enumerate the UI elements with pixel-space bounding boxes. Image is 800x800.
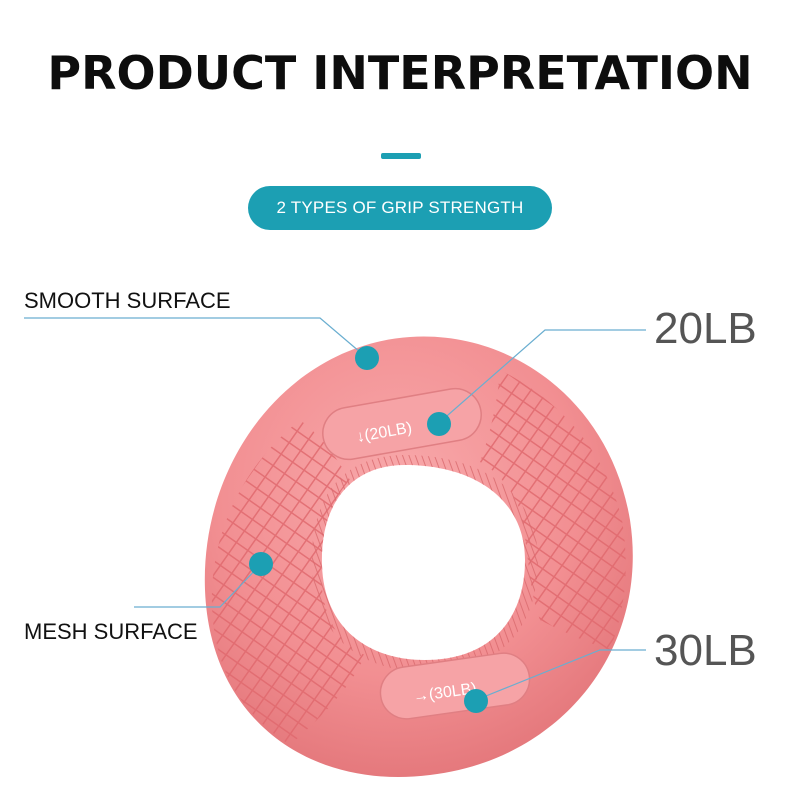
slot-top: [322, 387, 482, 461]
callout-dot-icon: [355, 346, 379, 370]
title-accent-bar: [381, 153, 421, 159]
mesh-surface-label: MESH SURFACE: [24, 619, 198, 644]
grip-strength-pill: 2 TYPES OF GRIP STRENGTH: [248, 186, 552, 230]
30lb-label: 30LB: [654, 626, 757, 675]
callout-line-smooth: [24, 317, 368, 359]
inner-rim-ribs: [311, 455, 538, 672]
callout-dot-icon: [427, 412, 451, 436]
callout-dot-icon: [249, 552, 273, 576]
callout-line-20lb: [439, 329, 646, 423]
slot-bottom: [379, 652, 531, 720]
20lb-label: 20LB: [654, 304, 757, 353]
mesh-region-right: [480, 370, 626, 650]
smooth-surface-label: SMOOTH SURFACE: [24, 288, 231, 313]
page-title: PRODUCT INTERPRETATION: [47, 46, 753, 100]
callout-line-30lb: [475, 649, 646, 701]
callout-line-mesh: [134, 564, 261, 608]
callout-dot-icon: [464, 689, 488, 713]
